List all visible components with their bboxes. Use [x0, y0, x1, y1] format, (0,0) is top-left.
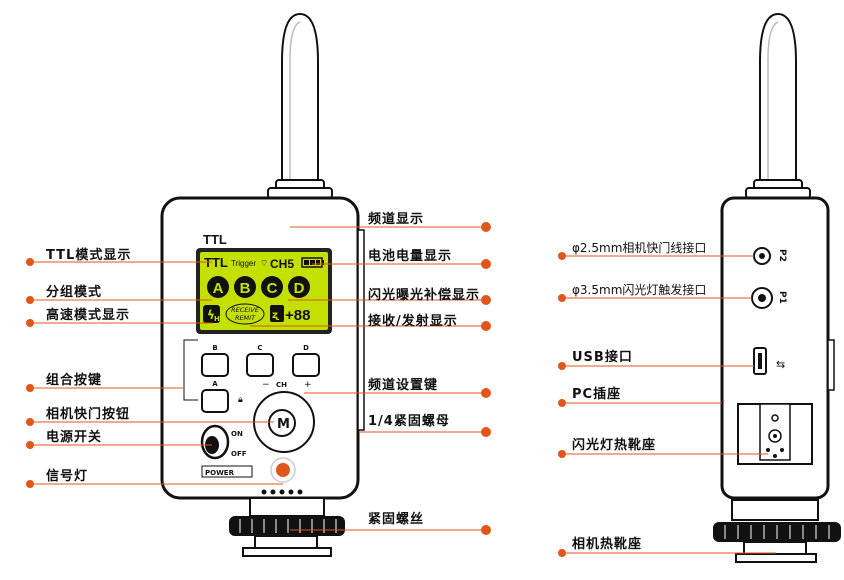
label-rx-tx: 接收/发射显示 — [368, 314, 458, 329]
lcd-remit: REMIT — [235, 314, 256, 322]
lcd-flash-icon — [203, 305, 220, 323]
lcd-flash-mode: H — [214, 315, 220, 323]
lcd-comp-icon — [270, 305, 284, 322]
battery-icon — [301, 257, 324, 268]
lcd-group-d: D — [294, 280, 305, 297]
leader-lines — [30, 226, 776, 554]
button-c-label: C — [257, 344, 262, 352]
button-d[interactable] — [292, 353, 320, 377]
lcd-group-b: B — [240, 280, 251, 297]
port-p2-label: P2 — [777, 249, 787, 262]
usb-icon: ⇆ — [776, 358, 785, 371]
label-group-mode: 分组模式 — [46, 285, 103, 300]
label-lock-screw: 紧固螺丝 — [368, 512, 425, 527]
svg-text:ʐ: ʐ — [272, 310, 280, 321]
label-camera-shoe: 相机热靴座 — [572, 537, 643, 552]
switch-off: OFF — [231, 450, 247, 458]
side-antenna — [759, 12, 797, 183]
camera-icon: M — [277, 417, 290, 432]
svg-text:ϟ: ϟ — [207, 308, 215, 322]
lcd-compensation: +88 — [285, 307, 310, 324]
button-a[interactable] — [201, 389, 229, 413]
label-ttl-mode: TTL模式显示 — [46, 248, 132, 263]
front-view: TTL Trigger ⌔ CH5 A B C D ϟ H RECEIVE RE… — [160, 12, 365, 557]
lcd-wifi-icon: ⌔ — [260, 259, 268, 269]
port-p1-label: P1 — [777, 291, 787, 304]
button-b[interactable] — [201, 353, 229, 377]
lcd-group-c: C — [267, 280, 278, 297]
label-channel-display: 频道显示 — [368, 212, 425, 227]
label-channel-key: 频道设置键 — [368, 378, 439, 393]
ch-minus: − — [262, 380, 270, 390]
lcd-trigger: Trigger — [231, 259, 256, 268]
label-usb-port: USB接口 — [572, 350, 633, 365]
shutter-button[interactable] — [268, 409, 296, 437]
lcd-mode: TTL — [204, 255, 228, 270]
label-shutter-port: φ2.5mm相机快门线接口 — [572, 241, 707, 255]
label-high-speed: 高速模式显示 — [46, 308, 131, 323]
lcd-receive: RECEIVE — [231, 306, 260, 314]
bottom-dots — [261, 489, 303, 495]
lcd-group-a: A — [213, 280, 224, 297]
label-hot-shoe: 闪光灯热靴座 — [572, 438, 657, 453]
button-b-label: B — [212, 344, 217, 352]
label-lock-nut: 1/4紧固螺母 — [368, 414, 450, 429]
label-signal-light: 信号灯 — [46, 469, 89, 484]
label-combo-buttons: 组合按键 — [46, 373, 103, 388]
power-label: POWER — [205, 469, 235, 477]
button-c[interactable] — [246, 353, 274, 377]
ch-label: CH — [276, 381, 287, 389]
label-flash-comp: 闪光曝光补偿显示 — [368, 288, 481, 303]
antenna — [281, 12, 319, 186]
label-power-switch: 电源开关 — [46, 430, 103, 445]
button-a-label: A — [212, 380, 218, 388]
button-d-label: D — [303, 344, 309, 352]
lock-nut — [229, 516, 345, 536]
lcd-channel: CH5 — [270, 257, 294, 271]
ch-plus: + — [304, 380, 312, 390]
leader-dots — [26, 222, 566, 557]
brand-label: TTL — [203, 232, 227, 247]
lcd-groups: A B C D — [207, 276, 310, 298]
label-flash-port: φ3.5mm闪光灯触发接口 — [572, 283, 707, 297]
lock-icon: 🔒︎ — [238, 395, 243, 405]
label-shutter-button: 相机快门按钮 — [46, 407, 131, 422]
label-pc-socket: PC插座 — [572, 387, 622, 402]
label-battery-display: 电池电量显示 — [368, 249, 453, 264]
switch-on: ON — [231, 430, 243, 438]
side-view: P2 P1 ⇆ — [713, 12, 841, 563]
